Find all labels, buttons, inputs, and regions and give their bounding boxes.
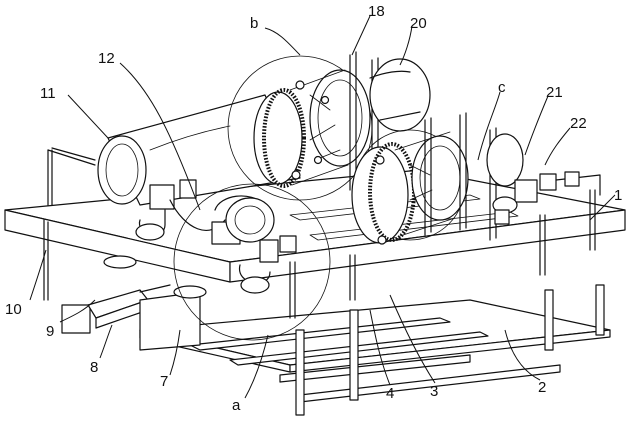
label-c: c xyxy=(498,79,506,96)
reference-labels: b 18 20 12 11 c 21 22 1 2 3 4 a 7 8 9 10 xyxy=(5,3,622,414)
detail-circle-a xyxy=(173,183,331,341)
label-7: 7 xyxy=(160,373,168,390)
pipe xyxy=(97,94,301,206)
left-rods xyxy=(43,147,96,301)
label-10: 10 xyxy=(5,301,22,318)
label-18: 18 xyxy=(368,3,385,20)
label-4: 4 xyxy=(386,385,394,402)
label-1: 1 xyxy=(614,187,622,204)
label-3: 3 xyxy=(430,383,438,400)
ring-assembly-b xyxy=(227,51,379,201)
motor-hood xyxy=(369,58,431,132)
label-a: a xyxy=(232,397,241,414)
left-clamps xyxy=(135,179,297,294)
label-20: 20 xyxy=(410,15,427,32)
label-22: 22 xyxy=(570,115,587,132)
label-21: 21 xyxy=(546,84,563,101)
label-9: 9 xyxy=(46,323,54,340)
right-clamps xyxy=(486,133,601,225)
label-2: 2 xyxy=(538,379,546,396)
leader-lines xyxy=(29,15,616,399)
label-8: 8 xyxy=(90,359,98,376)
label-b: b xyxy=(250,15,258,32)
label-11: 11 xyxy=(40,85,56,102)
label-12: 12 xyxy=(98,50,115,67)
lower-block xyxy=(103,255,207,351)
ring-assembly-c xyxy=(351,112,497,245)
lower-frame xyxy=(139,284,611,416)
